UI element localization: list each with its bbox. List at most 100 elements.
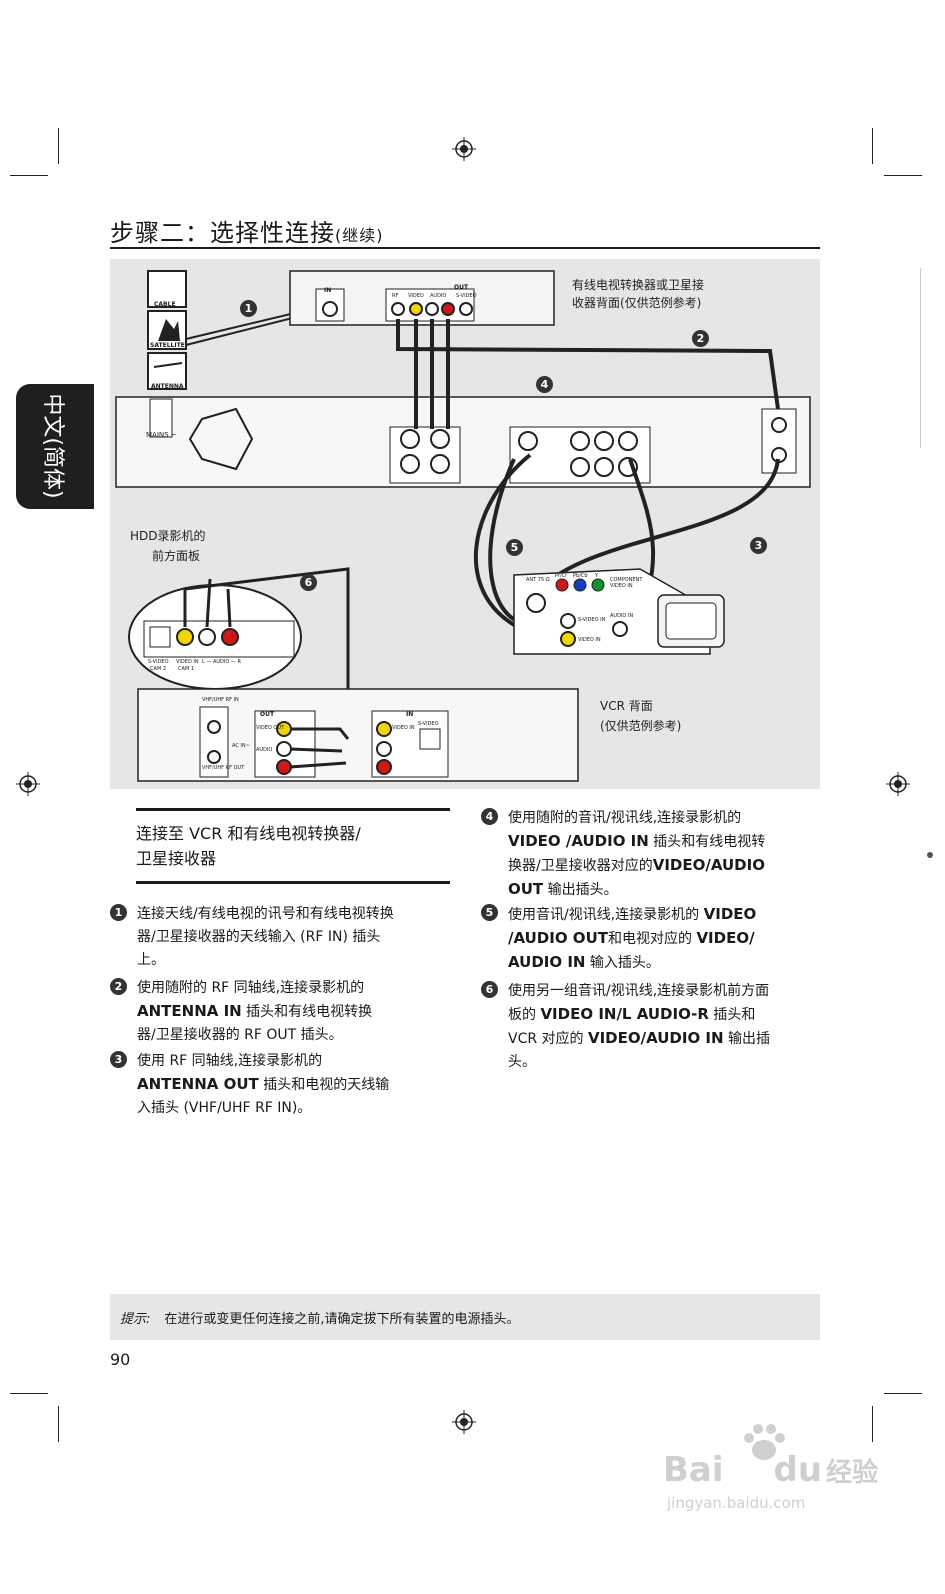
step-line: 插头和有线电视转 — [648, 834, 766, 850]
hdd-front-caption: HDD录影机的 — [130, 529, 206, 543]
step-number: 6 — [481, 981, 498, 998]
vcr-in-label: IN — [406, 711, 414, 718]
vcr-ac-in-label: AC IN~ — [232, 743, 250, 749]
registration-mark-icon — [886, 772, 910, 796]
bullet-mark — [927, 852, 933, 858]
cable-label: CABLE — [154, 301, 176, 308]
vcr-out-label: OUT — [260, 711, 275, 718]
step-line: 换器/卫星接收器对应的 — [508, 858, 653, 874]
step-line: 使用音讯/视讯线,连接录影机的 — [508, 907, 704, 923]
marker-number: 6 — [300, 574, 317, 591]
step-number: 1 — [110, 904, 127, 921]
marker-number: 1 — [240, 300, 257, 317]
step-bold-term: AUDIO IN — [508, 953, 586, 971]
cable-video-label: VIDEO — [408, 293, 424, 299]
crop-mark — [884, 175, 922, 176]
connection-diagram: 1 2 3 4 5 6 CABLE SATELLITE ANTENNA MAIN… — [110, 259, 820, 789]
marker-number: 2 — [692, 330, 709, 347]
step-item: 1 连接天线/有线电视的讯号和有线电视转换 器/卫星接收器的天线输入 (RF I… — [110, 903, 450, 972]
step-line: 和电视对应的 — [607, 931, 697, 947]
step-text: 使用另一组音讯/视讯线,连接录影机前方面 板的 VIDEO IN/L AUDIO… — [508, 980, 821, 1074]
connection-diagram-graphic — [115, 270, 811, 782]
registration-mark-icon — [452, 137, 476, 161]
step-number: 2 — [110, 978, 127, 995]
watermark-brand-text: du — [773, 1450, 823, 1490]
title-divider — [110, 247, 820, 249]
step-text: 连接天线/有线电视的讯号和有线电视转换 器/卫星接收器的天线输入 (RF IN)… — [137, 903, 450, 972]
antenna-label: ANTENNA — [151, 383, 184, 390]
tv-pb-label: Pb/Cb — [573, 573, 588, 579]
marker-number: 5 — [506, 539, 523, 556]
tip-text: 在进行或变更任何连接之前,请确定拔下所有装置的电源插头。 — [164, 1312, 520, 1327]
cable-rf-label: RF — [392, 293, 399, 299]
page-title-text: 步骤二：选择性连接 — [110, 219, 335, 247]
step-item: 2 使用随附的 RF 同轴线,连接录影机的 ANTENNA IN 插头和有线电视… — [110, 977, 450, 1047]
step-line: 输出插 — [723, 1031, 771, 1047]
cable-box-caption: 收器背面(仅供范例参考) — [572, 296, 702, 310]
step-bold-term: OUT — [508, 880, 544, 898]
step-text: 使用 RF 同轴线,连接录影机的 ANTENNA OUT 插头和电视的天线输 入… — [137, 1050, 450, 1120]
step-bold-term: VIDEO IN/L AUDIO-R — [540, 1005, 709, 1023]
step-line: 输出插头。 — [543, 882, 618, 898]
step-item: 5 使用音讯/视讯线,连接录影机的 VIDEO /AUDIO OUT和电视对应的… — [481, 903, 821, 975]
vcr-rf-out-label: VHF/UHF RF OUT — [202, 765, 245, 771]
tv-svideo-label: S-VIDEO IN — [578, 617, 606, 623]
step-line: 使用随附的音讯/视讯线,连接录影机的 — [508, 810, 742, 826]
step-bold-term: VIDEO — [703, 905, 757, 923]
registration-mark-icon — [452, 1410, 476, 1434]
step-line: 器/卫星接收器的 RF OUT 插头。 — [137, 1027, 343, 1043]
crop-mark — [872, 1406, 873, 1442]
step-item: 4 使用随附的音讯/视讯线,连接录影机的 VIDEO /AUDIO IN 插头和… — [481, 807, 821, 902]
tv-pr-label: Pr/Cr — [555, 573, 568, 579]
cable-box-caption: 有线电视转换器或卫星接 — [572, 278, 705, 292]
front-cam2-label: CAM 2 — [150, 666, 166, 672]
front-audio-label: L — AUDIO — R — [202, 659, 241, 665]
step-line: 头。 — [508, 1054, 536, 1070]
step-line: 入插头 (VHF/UHF RF IN)。 — [137, 1100, 312, 1116]
cable-out-label: OUT — [454, 284, 469, 291]
paw-icon — [744, 1424, 785, 1460]
step-line: 插头和 — [708, 1007, 756, 1023]
step-number: 3 — [110, 1051, 127, 1068]
tip-label: 提示: — [120, 1312, 151, 1327]
tv-ant-label: ANT 75 Ω — [526, 577, 550, 583]
tv-audio-in-label: AUDIO IN — [610, 613, 634, 619]
front-svideo-label: S-VIDEO — [148, 659, 169, 665]
step-item: 3 使用 RF 同轴线,连接录影机的 ANTENNA OUT 插头和电视的天线输… — [110, 1050, 450, 1120]
step-bold-term: VIDEO/AUDIO — [652, 856, 765, 874]
tv-video-in-label: VIDEO IN — [578, 637, 601, 643]
watermark-brand-text: Bai — [663, 1450, 724, 1490]
marker-number: 4 — [536, 376, 553, 393]
tv-y-label: Y — [595, 573, 599, 579]
language-side-tab: 中文(简体) — [16, 384, 94, 509]
step-bold-term: VIDEO/AUDIO IN — [587, 1029, 724, 1047]
cable-audio-label: AUDIO — [430, 293, 447, 299]
vcr-caption: VCR 背面 — [600, 699, 653, 713]
step-line: 板的 — [508, 1007, 541, 1023]
step-bold-term: ANTENNA OUT — [137, 1075, 259, 1093]
front-cam1-label: CAM 1 — [178, 666, 194, 672]
cable-in-label: IN — [324, 287, 332, 294]
front-video-in-label: VIDEO IN — [176, 659, 199, 665]
section-heading-line: 卫星接收器 — [136, 849, 217, 868]
vcr-video-in-label: VIDEO IN — [392, 725, 415, 731]
step-bold-term: ANTENNA IN — [137, 1002, 242, 1020]
section-rule-bottom — [136, 881, 450, 884]
step-text: 使用音讯/视讯线,连接录影机的 VIDEO /AUDIO OUT和电视对应的 V… — [508, 903, 821, 975]
step-item: 6 使用另一组音讯/视讯线,连接录影机前方面 板的 VIDEO IN/L AUD… — [481, 980, 821, 1074]
crop-mark — [10, 175, 48, 176]
tv-component-label: COMPONENT VIDEO IN — [610, 577, 643, 589]
tip-content: 提示: 在进行或变更任何连接之前,请确定拔下所有装置的电源插头。 — [120, 1308, 520, 1327]
registration-mark-icon — [16, 772, 40, 796]
step-line: 输入插头。 — [585, 955, 660, 971]
crop-mark — [872, 128, 873, 164]
side-tab-label: 中文(简体) — [40, 393, 65, 499]
page-title-suffix: (继续) — [335, 226, 384, 245]
page-number: 90 — [110, 1350, 131, 1369]
step-bold-term: VIDEO /AUDIO IN — [508, 832, 649, 850]
crop-mark — [884, 1393, 922, 1394]
section-rule-top — [136, 808, 450, 811]
step-bold-term: VIDEO/ — [696, 929, 755, 947]
tip-box: 提示: 在进行或变更任何连接之前,请确定拔下所有装置的电源插头。 — [110, 1294, 820, 1340]
